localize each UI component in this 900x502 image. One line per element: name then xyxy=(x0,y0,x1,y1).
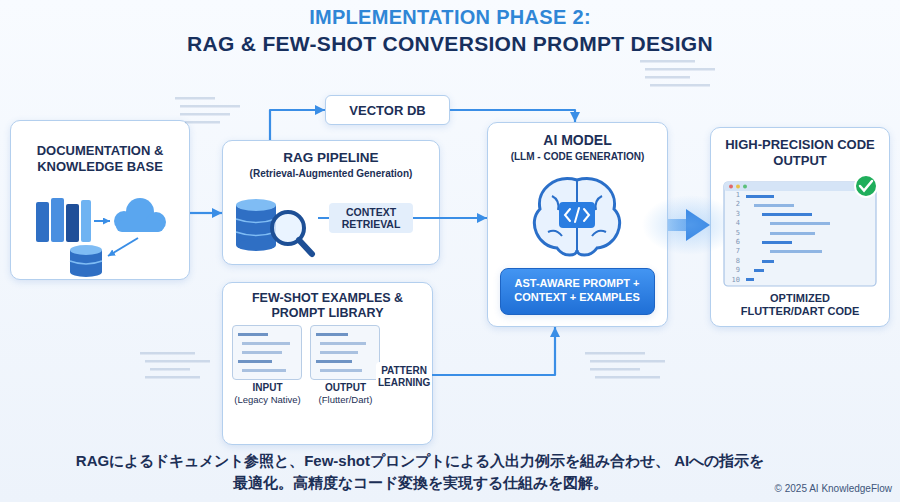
line-number: 9 xyxy=(726,266,740,274)
line-number: 3 xyxy=(726,210,740,218)
edge-label: PATTERN LEARNING xyxy=(376,362,432,391)
code-line xyxy=(180,113,230,116)
box-heading: FEW-SHOT EXAMPLES & PROMPT LIBRARY xyxy=(240,291,415,321)
box-subtext: (LLM - CODE GENERATION) xyxy=(488,151,667,162)
code-line xyxy=(175,97,215,100)
box-heading: RAG PIPELINE xyxy=(223,150,439,166)
copyright-note: © 2025 AI KnowledgeFlow xyxy=(760,483,892,494)
title-line: IMPLEMENTATION PHASE 2: xyxy=(0,6,900,29)
model-box: AI MODEL (LLM - CODE GENERATION) AST-AWARE… xyxy=(487,122,668,327)
box-subtext: (Legacy Native) xyxy=(221,394,315,405)
line-number: 6 xyxy=(726,238,740,246)
code-card: INPUT(Legacy Native) xyxy=(232,325,302,380)
code-line xyxy=(185,121,220,124)
box-heading: AST-AWARE PROMPT + CONTEXT + EXAMPLES xyxy=(511,277,644,305)
code-line xyxy=(645,76,690,79)
code-line xyxy=(640,60,695,63)
box-heading: INPUT xyxy=(221,382,315,394)
flow-connector xyxy=(440,217,487,219)
box-subtext: (Flutter/Dart) xyxy=(299,394,393,405)
flow-connector xyxy=(433,327,555,375)
code-line xyxy=(145,376,200,379)
code-line xyxy=(145,360,210,363)
flow-connector xyxy=(270,110,325,140)
line-number: 5 xyxy=(726,229,740,237)
line-number: 10 xyxy=(726,276,740,284)
code-line xyxy=(590,360,665,363)
flow-connector xyxy=(450,110,575,122)
code-line xyxy=(645,68,715,71)
edge-label: CONTEXT RETRIEVAL xyxy=(329,203,413,233)
code-line xyxy=(585,352,645,355)
line-number: 4 xyxy=(726,219,740,227)
code-card: OUTPUT(Flutter/Dart) xyxy=(310,325,380,380)
line-number: 8 xyxy=(726,257,740,265)
code-line xyxy=(590,368,640,371)
line-number: 2 xyxy=(726,200,740,208)
box-subtext: OPTIMIZED FLUTTER/DART CODE xyxy=(730,292,870,318)
box-heading: VECTOR DB xyxy=(349,103,425,118)
store-box: VECTOR DB xyxy=(325,95,450,125)
box-heading: AI MODEL xyxy=(488,132,667,149)
line-number: 7 xyxy=(726,247,740,255)
box-subtext: (Retrieval-Augmented Generation) xyxy=(223,168,439,179)
code-line xyxy=(180,105,240,108)
prompt-button: AST-AWARE PROMPT + CONTEXT + EXAMPLES xyxy=(500,268,655,315)
code-line xyxy=(595,376,660,379)
main-flow-arrow xyxy=(668,219,710,231)
line-number: 1 xyxy=(726,191,740,199)
diagram-caption: RAGによるドキュメント参照と、Few-shotプロンプトによる入出力例示を組み… xyxy=(70,450,770,494)
box-heading: DOCUMENTATION & KNOWLEDGE BASE xyxy=(25,143,175,175)
diagram-title: RAG & FEW-SHOT CONVERSION PROMPT DESIGN xyxy=(0,32,900,56)
flow-connector xyxy=(190,212,222,214)
box-heading: HIGH-PRECISION CODE OUTPUT xyxy=(725,137,875,168)
code-line xyxy=(140,352,195,355)
source-box: DOCUMENTATION & KNOWLEDGE BASE xyxy=(10,120,190,280)
code-line xyxy=(150,368,190,371)
code-line xyxy=(650,84,710,87)
